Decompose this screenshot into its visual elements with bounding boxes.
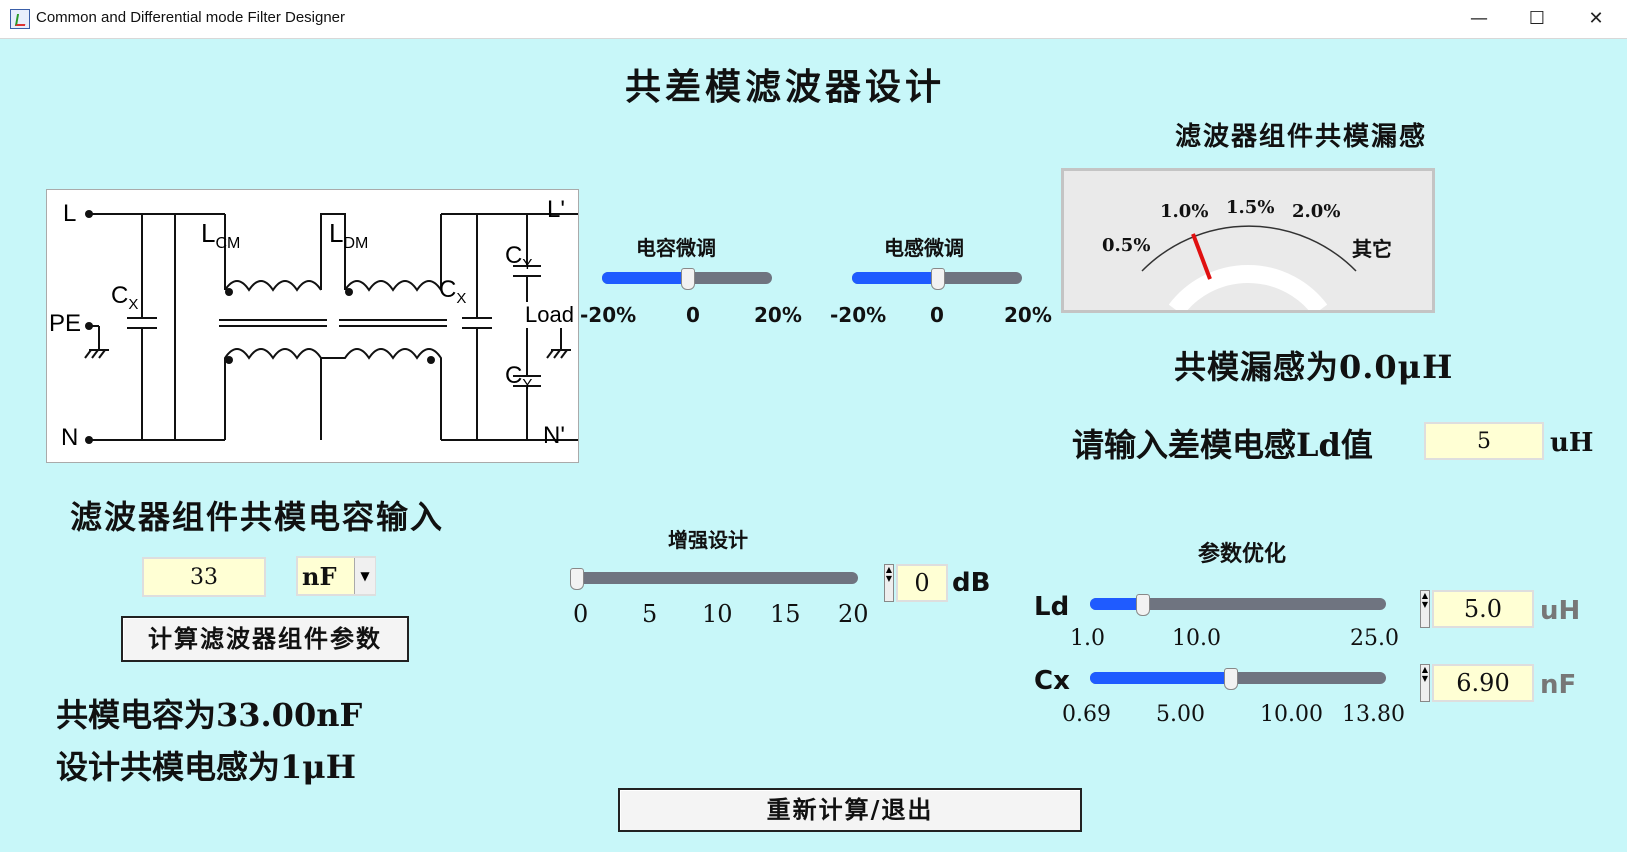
page-title: 共差模滤波器设计 [625,66,946,108]
label-CX-2: CX [439,276,467,307]
cap-tune-fill [602,272,687,284]
meter-scale-4: 其它 [1352,237,1392,261]
opt-ld-thumb[interactable] [1136,594,1150,616]
cap-tune-tick-max: 20% [754,303,802,327]
enhance-tick-0: 0 [573,600,589,628]
opt-ld-fill [1090,598,1142,610]
meter-scale-3: 2.0% [1292,201,1341,222]
cm-cap-unit-value: nF [302,562,337,591]
result-ind: 设计共模电感为1μH [56,748,356,786]
enhance-slider[interactable] [568,568,872,590]
opt-ld-value-field[interactable] [1432,590,1534,628]
result-cap: 共模电容为33.00nF [56,696,363,734]
opt-cx-tick-2: 10.00 [1260,702,1323,727]
meter-label: 滤波器组件共模漏感 [1175,122,1428,152]
cap-tune-label: 电容微调 [636,236,716,260]
cap-tune-tick-min: -20% [580,303,637,327]
ld-input-unit: uH [1550,428,1594,458]
enhance-thumb[interactable] [570,568,584,590]
opt-cx-unit: nF [1540,670,1577,700]
label-CY-2: CY [505,362,533,393]
opt-ld-tick-0: 1.0 [1070,626,1105,651]
opt-ld-slider[interactable] [1082,594,1400,616]
label-N: N [61,424,79,451]
close-button[interactable]: ✕ [1588,8,1604,29]
cap-tune-tick-mid: 0 [686,303,700,327]
enhance-unit: dB [952,568,991,598]
opt-ld-tick-2: 25.0 [1350,626,1399,651]
opt-ld-unit: uH [1540,596,1581,626]
ind-tune-tick-max: 20% [1004,303,1052,327]
app-icon [10,9,30,29]
chevron-down-icon[interactable]: ▼ [354,558,375,594]
ind-tune-label: 电感微调 [884,236,964,260]
opt-cx-spinner[interactable]: ▲▼ [1420,664,1430,702]
ind-tune-slider[interactable] [844,268,1034,290]
opt-cx-slider[interactable] [1082,668,1400,690]
enhance-spinner[interactable]: ▲▼ [884,564,894,602]
opt-cx-name: Cx [1034,666,1070,696]
cm-cap-label: 滤波器组件共模电容输入 [70,498,445,536]
enhance-tick-1: 5 [642,600,658,628]
label-CY-1: CY [505,242,533,273]
opt-cx-tick-3: 13.80 [1342,702,1405,727]
label-PE: PE [49,310,82,337]
label-L: L [63,200,77,227]
label-L-prime: L' [547,196,565,223]
opt-cx-tick-0: 0.69 [1062,702,1111,727]
label-N-prime: N' [543,422,565,449]
label-load: Load [525,302,574,328]
maximize-button[interactable]: ☐ [1528,8,1546,29]
minimize-button[interactable]: — [1470,8,1488,29]
cap-tune-slider[interactable] [594,268,784,290]
leakage-meter: 0.5% 1.0% 1.5% 2.0% 其它 [1061,168,1435,313]
meter-dial [1141,225,1357,310]
cm-cap-input[interactable] [142,557,266,597]
ind-tune-tick-mid: 0 [930,303,944,327]
opt-ld-tick-1: 10.0 [1172,626,1221,651]
opt-cx-fill [1090,672,1230,684]
cm-cap-unit-select[interactable]: nF ▼ [296,556,376,596]
ind-tune-tick-min: -20% [830,303,887,327]
meter-scale-2: 1.5% [1226,197,1275,218]
ld-input-label: 请输入差模电感Ld值 [1072,426,1373,464]
opt-ld-name: Ld [1034,592,1070,622]
circuit-diagram: L PE N L' N' LCM LDM CX CX CY CY Load [46,189,579,463]
opt-ld-spinner[interactable]: ▲▼ [1420,590,1430,628]
enhance-value-field[interactable] [896,564,948,602]
label-CX-1: CX [111,282,139,313]
window-titlebar: Common and Differential mode Filter Desi… [0,0,1627,39]
ld-input-field[interactable] [1424,422,1544,460]
enhance-label: 增强设计 [668,528,748,552]
label-LDM: LDM [329,218,369,253]
ind-tune-thumb[interactable] [931,268,945,290]
ind-tune-fill [852,272,937,284]
meter-scale-0: 0.5% [1102,235,1151,256]
optimize-label: 参数优化 [1198,541,1287,567]
enhance-tick-3: 15 [770,600,801,628]
circuit-schematic [84,210,578,444]
enhance-tick-2: 10 [702,600,733,628]
opt-cx-tick-1: 5.00 [1156,702,1205,727]
opt-cx-value-field[interactable] [1432,664,1534,702]
label-LCM: LCM [201,218,241,253]
cap-tune-thumb[interactable] [681,268,695,290]
meter-scale-1: 1.0% [1160,201,1209,222]
enhance-tick-4: 20 [838,600,869,628]
calculate-button[interactable]: 计算滤波器组件参数 [121,616,409,662]
recalculate-exit-button[interactable]: 重新计算/退出 [618,788,1082,832]
leakage-result: 共模漏感为0.0μH [1174,348,1454,386]
opt-cx-thumb[interactable] [1224,668,1238,690]
window-title: Common and Differential mode Filter Desi… [36,9,346,26]
